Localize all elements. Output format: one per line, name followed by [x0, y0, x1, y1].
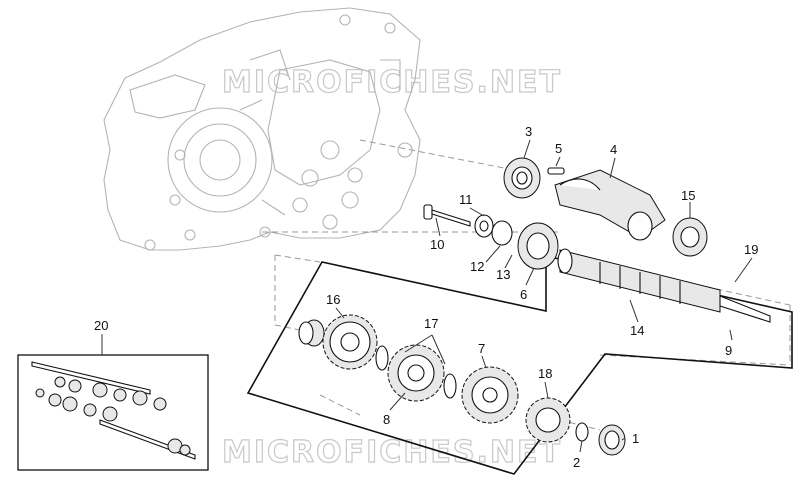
crankcase-drawing: [103, 7, 421, 251]
washer-part-11-hole: [479, 220, 489, 232]
label-20: 20: [94, 318, 108, 333]
label-1: 1: [632, 431, 639, 446]
pin-part-5: [547, 167, 565, 175]
label-2: 2: [573, 455, 580, 470]
circlip-part-17a: [375, 345, 389, 371]
bearing-part-6: [517, 222, 559, 270]
gear-part-8: [387, 344, 445, 402]
label-13: 13: [496, 267, 510, 282]
gear-part-7: [461, 366, 519, 424]
label-18: 18: [538, 366, 552, 381]
mainshaft-part-14: [557, 248, 771, 323]
gear-part-18: [525, 397, 571, 443]
label-3: 3: [525, 124, 532, 139]
watermark-top: MICROFICHES.NET: [222, 65, 562, 100]
label-8: 8: [383, 412, 390, 427]
label-10: 10: [430, 237, 444, 252]
gear-part-16: [322, 314, 378, 370]
gear-group-frame: [246, 254, 793, 475]
label-9: 9: [725, 343, 732, 358]
part-number-labels: 3 5 4 15 11 10 12 13 6 19 14 9 16 17 7 1…: [94, 124, 758, 470]
label-5: 5: [555, 141, 562, 156]
bearing-part-15: [672, 217, 708, 257]
label-6: 6: [520, 287, 527, 302]
label-14: 14: [630, 323, 644, 338]
label-7: 7: [478, 341, 485, 356]
watermark-bottom: MICROFICHES.NET: [222, 435, 562, 470]
label-19: 19: [744, 242, 758, 257]
bushing-part-16a: [298, 319, 325, 347]
label-15: 15: [681, 188, 695, 203]
needle-bearing-part-1: [598, 424, 626, 456]
shift-arm-part-4: [554, 169, 666, 241]
circlip-part-2: [575, 422, 589, 442]
circlip-part-12: [491, 220, 513, 246]
inset-part-20: [17, 354, 209, 471]
bolt-part-10: [423, 204, 471, 227]
label-12: 12: [470, 259, 484, 274]
label-17: 17: [424, 316, 438, 331]
label-11: 11: [459, 192, 473, 207]
label-4: 4: [610, 142, 617, 157]
bearing-part-3: [503, 157, 541, 199]
circlip-part-17b: [443, 373, 457, 399]
label-16: 16: [326, 292, 340, 307]
leader-lines: [101, 139, 753, 453]
